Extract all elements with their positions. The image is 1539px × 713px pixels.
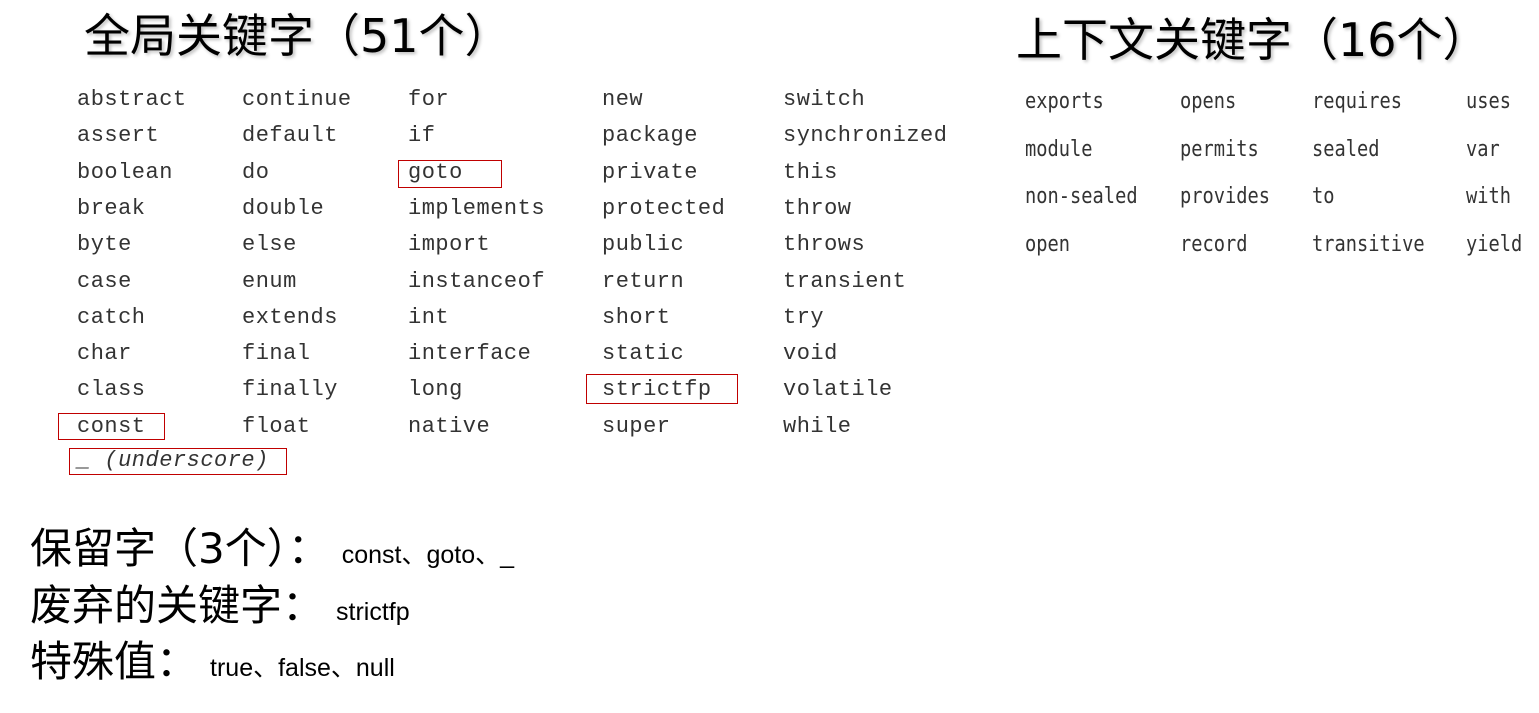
context-keyword: yield	[1466, 231, 1523, 257]
global-keyword: synchronized	[783, 123, 948, 149]
global-keyword: assert	[77, 123, 160, 149]
deprecated-keywords-label: 废弃的关键字：	[30, 581, 325, 630]
context-keyword: sealed	[1312, 136, 1380, 162]
global-keyword: double	[242, 195, 325, 221]
global-keyword: super	[602, 413, 671, 439]
global-keyword: class	[77, 377, 146, 403]
context-keyword: var	[1466, 136, 1500, 162]
context-keyword: with	[1466, 184, 1512, 209]
global-keyword: transient	[783, 268, 907, 294]
reserved-words-line: 保留字（3个）： const、goto、_	[30, 524, 514, 574]
context-keywords-title: 上下文关键字（16个）	[1016, 13, 1489, 67]
global-keyword: private	[602, 159, 698, 185]
global-keyword: switch	[783, 87, 866, 112]
context-keyword: exports	[1025, 89, 1104, 114]
global-keyword: abstract	[77, 87, 187, 112]
context-keyword: provides	[1180, 184, 1271, 209]
global-keyword: break	[77, 195, 146, 221]
global-keyword: protected	[602, 195, 726, 221]
special-values-label: 特殊值：	[30, 637, 199, 686]
global-keyword: for	[408, 87, 450, 112]
special-values-line: 特殊值： true、false、null	[30, 637, 395, 687]
global-keyword: char	[77, 341, 132, 367]
global-keyword: enum	[242, 268, 297, 294]
global-keyword: instanceof	[408, 268, 546, 294]
global-keyword: throw	[783, 195, 852, 221]
global-keyword: strictfp	[602, 377, 712, 403]
context-keyword: non-sealed	[1025, 184, 1138, 209]
context-keyword: module	[1025, 136, 1093, 162]
global-keyword: try	[783, 304, 825, 330]
highlight-box	[398, 160, 502, 188]
highlight-box	[69, 448, 287, 475]
global-keyword: this	[783, 159, 838, 185]
global-keyword: short	[602, 304, 671, 330]
highlight-box	[58, 413, 165, 440]
global-keyword: long	[408, 377, 463, 403]
global-keyword: while	[783, 413, 852, 439]
context-keyword: uses	[1466, 89, 1512, 114]
global-keyword: catch	[77, 304, 146, 330]
global-keyword: if	[408, 123, 436, 149]
global-keyword: new	[602, 87, 644, 112]
global-keyword: float	[242, 413, 311, 439]
context-keyword: requires	[1312, 89, 1403, 114]
global-keyword: finally	[242, 377, 338, 403]
context-keyword: opens	[1180, 89, 1237, 114]
global-keyword: goto	[408, 159, 463, 185]
global-keyword-underscore: _ (underscore)	[77, 448, 269, 473]
global-keyword: throws	[783, 232, 866, 258]
global-keyword: native	[408, 413, 491, 439]
deprecated-keywords-line: 废弃的关键字： strictfp	[30, 581, 410, 631]
highlight-box	[586, 374, 738, 404]
global-keyword: default	[242, 123, 338, 149]
global-keyword: interface	[408, 341, 532, 367]
global-keyword: else	[242, 232, 297, 258]
global-keyword: void	[783, 341, 838, 367]
reserved-words-value: const、goto、_	[341, 541, 515, 569]
global-keyword: static	[602, 341, 685, 367]
global-keyword: final	[242, 341, 311, 367]
special-values-value: true、false、null	[210, 654, 395, 682]
context-keyword: record	[1180, 231, 1248, 257]
global-keyword: extends	[242, 304, 338, 330]
global-keyword: public	[602, 232, 685, 258]
reserved-words-label: 保留字（3个）：	[30, 524, 330, 573]
global-keyword: case	[77, 268, 132, 294]
global-keyword: boolean	[77, 159, 173, 185]
global-keyword: package	[602, 123, 698, 149]
global-keyword: import	[408, 232, 491, 258]
global-keyword: implements	[408, 195, 546, 221]
global-keyword: return	[602, 268, 685, 294]
global-keyword: do	[242, 159, 270, 185]
deprecated-keywords-value: strictfp	[336, 598, 410, 626]
global-keywords-title: 全局关键字（51个）	[84, 9, 511, 63]
global-keyword: int	[408, 304, 450, 330]
global-keyword: const	[77, 413, 146, 439]
global-keyword: byte	[77, 232, 132, 258]
context-keyword: open	[1025, 231, 1071, 257]
context-keyword: transitive	[1312, 231, 1425, 257]
global-keyword: continue	[242, 87, 352, 112]
context-keyword: permits	[1180, 136, 1259, 162]
global-keyword: volatile	[783, 377, 893, 403]
context-keyword: to	[1312, 184, 1335, 209]
